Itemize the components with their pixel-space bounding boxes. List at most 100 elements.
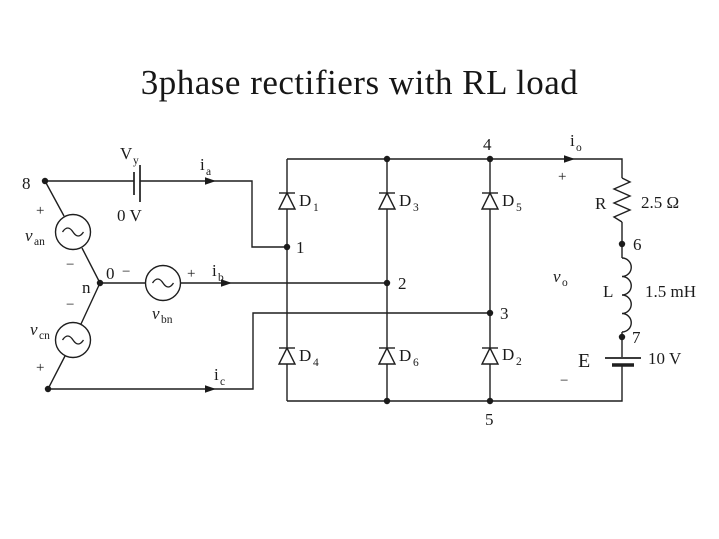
inductor-coil-icon <box>621 257 632 333</box>
wire-phase-a <box>45 180 287 248</box>
ib-arrow-icon <box>221 279 232 287</box>
d6-label: D <box>399 346 411 365</box>
van-label: v <box>25 226 33 245</box>
ib-label-sub: b <box>218 272 224 284</box>
phase-b-source: 0 − v bn + <box>106 264 195 326</box>
vy-source: V y 0 V <box>117 144 142 225</box>
node-1-dot <box>283 243 291 251</box>
node-3-label: 3 <box>500 304 509 323</box>
diode-d6: D 6 <box>377 346 419 369</box>
node-4-dot <box>486 155 494 163</box>
node-7-label: 7 <box>632 328 641 347</box>
d4-triangle-icon <box>277 346 297 365</box>
van-plus-sign: + <box>36 203 44 219</box>
node-7-dot <box>618 333 626 341</box>
node-8-dot <box>41 177 49 185</box>
d1-triangle-icon <box>277 191 297 210</box>
current-arrows: i a i b i c i o <box>200 131 582 393</box>
vcn-plus-sign: + <box>36 360 44 376</box>
vbn-label-sub: bn <box>161 314 173 326</box>
node-4-label: 4 <box>483 135 492 154</box>
node-c-dot <box>44 385 52 393</box>
vbn-plus-sign: + <box>187 266 195 282</box>
d2-label: D <box>502 345 514 364</box>
bottom-bus-dot-b <box>383 397 391 405</box>
d6-label-sub: 6 <box>413 357 419 369</box>
van-minus-sign: − <box>66 257 74 273</box>
node-n-dot <box>96 279 104 287</box>
node-n-label: n <box>82 278 91 297</box>
d2-label-sub: 2 <box>516 356 522 368</box>
wire-bottom-bus <box>287 366 623 402</box>
node-6-dot <box>618 240 626 248</box>
io-arrow-icon <box>564 155 575 163</box>
van-sine-icon <box>61 227 85 237</box>
d5-label: D <box>502 191 514 210</box>
wire-top-bus <box>287 158 623 178</box>
vbn-minus-sign: − <box>122 264 130 280</box>
load-branch: R 2.5 Ω L 1.5 mH E 10 V + v o − <box>553 169 696 389</box>
resistor-label: R <box>595 194 607 213</box>
ia-arrow-icon <box>205 177 216 185</box>
diode-d3: D 3 <box>377 191 419 214</box>
wire-phase-c <box>48 312 490 390</box>
node-dots <box>41 155 626 405</box>
node-5-label: 5 <box>485 410 494 429</box>
ia-label: i <box>200 155 205 174</box>
d6-triangle-icon <box>377 346 397 365</box>
vy-label: V <box>120 144 133 163</box>
d5-label-sub: 5 <box>516 202 522 214</box>
phase-a-source: + v an − <box>25 203 92 273</box>
diode-bridge: D 1 D 3 D 5 D 4 <box>277 191 522 369</box>
vy-label-sub: y <box>133 155 139 167</box>
phase-c-source: − v cn + <box>30 297 92 376</box>
ia-label-sub: a <box>206 166 211 178</box>
node-5-dot <box>486 397 494 405</box>
d4-label: D <box>299 346 311 365</box>
d3-label-sub: 3 <box>413 202 419 214</box>
diode-d5: D 5 <box>480 191 522 214</box>
resistor-zigzag-icon <box>612 177 632 223</box>
ic-label: i <box>214 365 219 384</box>
d5-triangle-icon <box>480 191 500 210</box>
vo-label-sub: o <box>562 277 568 289</box>
e-battery-label: E <box>578 350 590 372</box>
vcn-sine-icon <box>61 335 85 345</box>
node-1-label: 1 <box>296 238 305 257</box>
vo-minus-sign: − <box>560 373 568 389</box>
diode-d2: D 2 <box>480 345 522 368</box>
node-0-label: 0 <box>106 264 115 283</box>
ib-label: i <box>212 261 217 280</box>
d3-triangle-icon <box>377 191 397 210</box>
node-8-label: 8 <box>22 174 31 193</box>
vo-label: v <box>553 267 561 286</box>
slide-title: 3phase rectifiers with RL load <box>140 63 579 102</box>
vcn-label: v <box>30 320 38 339</box>
io-label: i <box>570 131 575 150</box>
vcn-label-sub: cn <box>39 330 50 342</box>
wire-van-slants <box>44 180 101 284</box>
vbn-label: v <box>152 304 160 323</box>
wire-vcn-slants <box>47 282 101 390</box>
vcn-minus-sign: − <box>66 297 74 313</box>
io-label-sub: o <box>576 142 582 154</box>
top-bus-dot-b <box>383 155 391 163</box>
inductor-value: 1.5 mH <box>645 282 696 301</box>
vbn-sine-icon <box>151 278 175 288</box>
ic-label-sub: c <box>220 376 225 388</box>
node-labels: 8 n 1 2 3 4 5 6 7 <box>22 135 642 429</box>
inductor-label: L <box>603 282 613 301</box>
d1-label-sub: 1 <box>313 202 319 214</box>
diode-d4: D 4 <box>277 346 319 369</box>
d2-triangle-icon <box>480 346 500 365</box>
node-2-dot <box>383 279 391 287</box>
e-battery-value: 10 V <box>648 349 682 368</box>
d4-label-sub: 4 <box>313 357 319 369</box>
node-3-dot <box>486 309 494 317</box>
ic-arrow-icon <box>205 385 216 393</box>
vo-plus-sign: + <box>558 169 566 185</box>
van-label-sub: an <box>34 236 45 248</box>
node-2-label: 2 <box>398 274 407 293</box>
